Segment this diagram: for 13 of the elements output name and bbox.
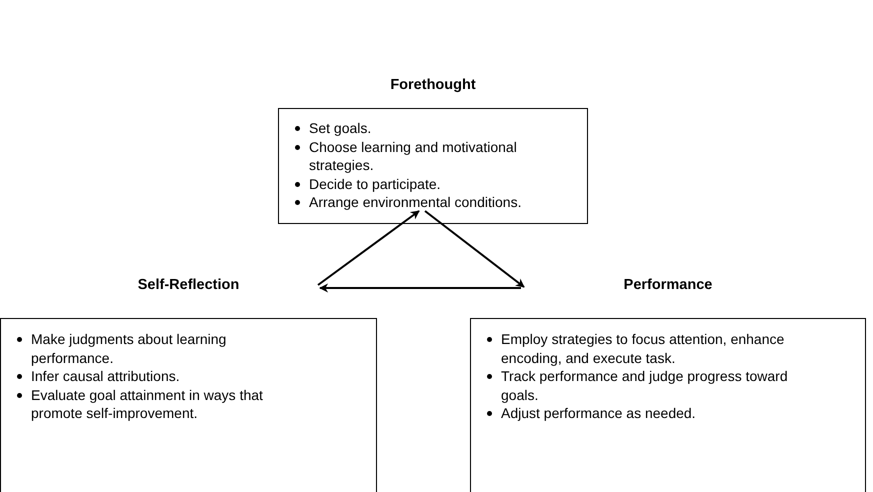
bullet-item: Set goals.: [309, 120, 372, 136]
bullet-item: Track performance and judge progress toward goals.: [501, 368, 788, 402]
bullet-item: Evaluate goal attainment in ways that promote self-improvement.: [31, 386, 263, 421]
bullet-item: Employ strategies to focus attention, enhance encoding, and execute task.: [501, 331, 784, 366]
bullet-item: Infer causal attributions.: [31, 368, 180, 384]
bullet-item: Adjust performance as needed.: [501, 405, 696, 421]
arrow: [424, 210, 525, 288]
bullet-item: Decide to participate.: [309, 176, 441, 192]
bullet-item: Make judgments about learning performance.: [31, 331, 226, 366]
bullet-item: Choose learning and motivational strategies.: [309, 138, 517, 173]
arrow: [319, 284, 521, 292]
arrow: [317, 210, 420, 286]
bullet-item: Arrange environmental conditions.: [309, 194, 522, 210]
